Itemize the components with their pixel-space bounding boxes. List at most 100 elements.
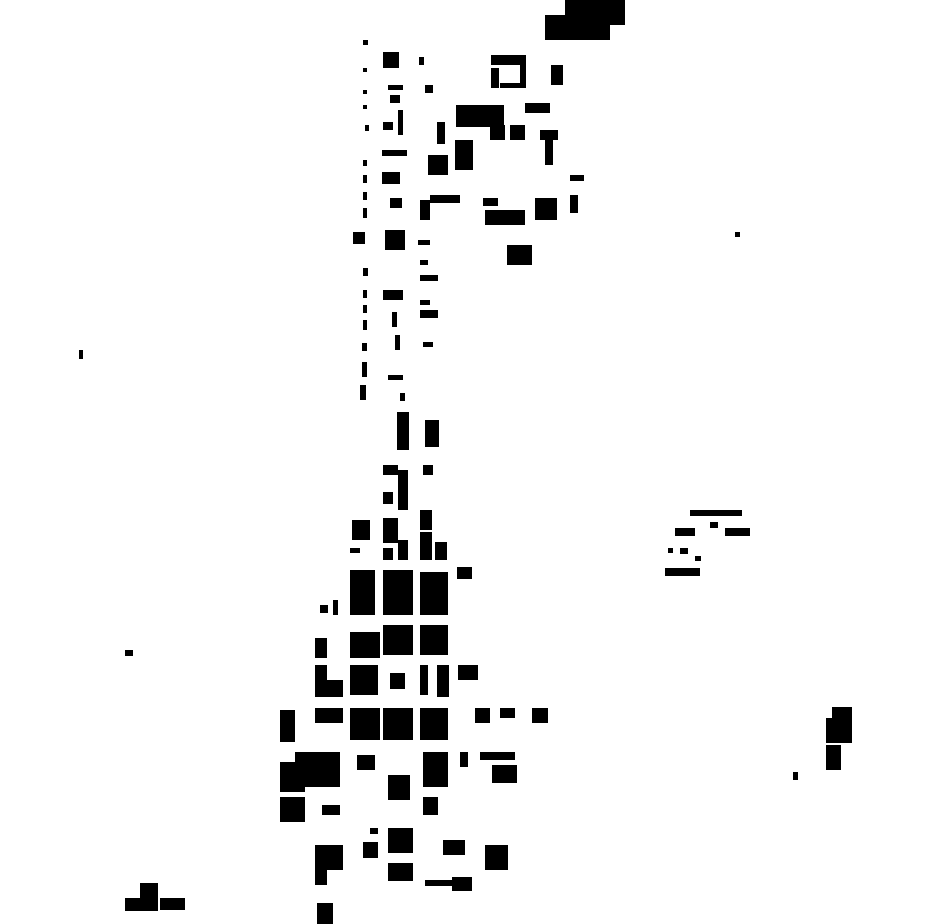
building	[390, 95, 400, 103]
building	[435, 542, 447, 560]
building	[392, 312, 397, 327]
building	[680, 548, 688, 554]
building	[419, 57, 424, 65]
building	[545, 140, 553, 165]
building	[383, 492, 393, 504]
building	[710, 522, 718, 528]
building	[456, 105, 504, 127]
building	[428, 155, 448, 175]
building	[352, 520, 370, 540]
building	[353, 232, 365, 244]
building	[315, 865, 327, 885]
building	[383, 548, 393, 560]
building	[350, 708, 380, 740]
building	[390, 673, 405, 689]
building	[383, 625, 413, 655]
building	[363, 268, 368, 276]
building	[423, 342, 433, 347]
building	[423, 465, 433, 475]
building	[363, 160, 367, 166]
building	[475, 708, 490, 723]
building	[363, 320, 367, 330]
building	[383, 465, 398, 475]
building	[420, 300, 430, 305]
building	[322, 805, 340, 815]
buildings-north	[79, 0, 740, 401]
building	[437, 122, 445, 144]
building	[420, 708, 448, 740]
building	[398, 470, 408, 510]
building	[315, 638, 327, 658]
building	[460, 752, 468, 767]
building	[735, 232, 740, 237]
building	[520, 55, 526, 85]
building	[350, 632, 380, 658]
building	[675, 528, 695, 536]
building	[420, 260, 428, 265]
building	[485, 845, 508, 870]
building	[383, 290, 403, 300]
building	[388, 375, 403, 380]
building	[443, 840, 465, 855]
building	[363, 105, 367, 109]
building	[357, 755, 375, 770]
building	[125, 650, 133, 656]
building	[315, 665, 327, 697]
building	[397, 412, 409, 450]
building	[383, 122, 393, 130]
building	[832, 707, 852, 743]
building	[500, 708, 515, 718]
building	[457, 567, 472, 579]
building	[140, 883, 158, 911]
buildings-east	[665, 510, 852, 780]
building	[363, 290, 367, 298]
building	[668, 548, 673, 553]
buildings-central	[125, 412, 478, 697]
building	[370, 828, 378, 834]
building	[363, 842, 378, 858]
building	[280, 762, 305, 792]
building	[398, 110, 403, 135]
building	[570, 195, 578, 213]
building	[420, 310, 438, 318]
building	[383, 52, 399, 68]
building	[510, 125, 525, 140]
building	[425, 85, 433, 93]
building	[420, 532, 432, 560]
building	[458, 665, 478, 680]
building	[690, 510, 742, 516]
building	[793, 772, 798, 780]
building	[383, 570, 413, 615]
building	[491, 55, 526, 65]
building	[425, 880, 453, 886]
building	[280, 710, 295, 742]
building	[383, 708, 413, 740]
building	[363, 192, 367, 200]
building	[420, 625, 448, 655]
building	[500, 83, 526, 88]
building	[79, 350, 83, 359]
building	[363, 90, 367, 94]
building	[388, 828, 413, 853]
building	[317, 903, 333, 924]
building	[430, 195, 460, 203]
building	[280, 797, 305, 822]
building	[525, 103, 550, 113]
building	[420, 200, 430, 220]
building	[363, 68, 367, 72]
building	[362, 343, 367, 351]
building	[725, 528, 750, 536]
building	[327, 680, 343, 697]
building	[437, 665, 449, 697]
building	[400, 393, 405, 401]
building	[826, 718, 836, 743]
building	[665, 568, 700, 576]
building	[350, 548, 360, 553]
building	[360, 385, 366, 400]
building	[551, 65, 563, 85]
building	[423, 752, 448, 787]
building	[160, 898, 185, 910]
building	[385, 230, 405, 250]
building	[570, 175, 584, 181]
